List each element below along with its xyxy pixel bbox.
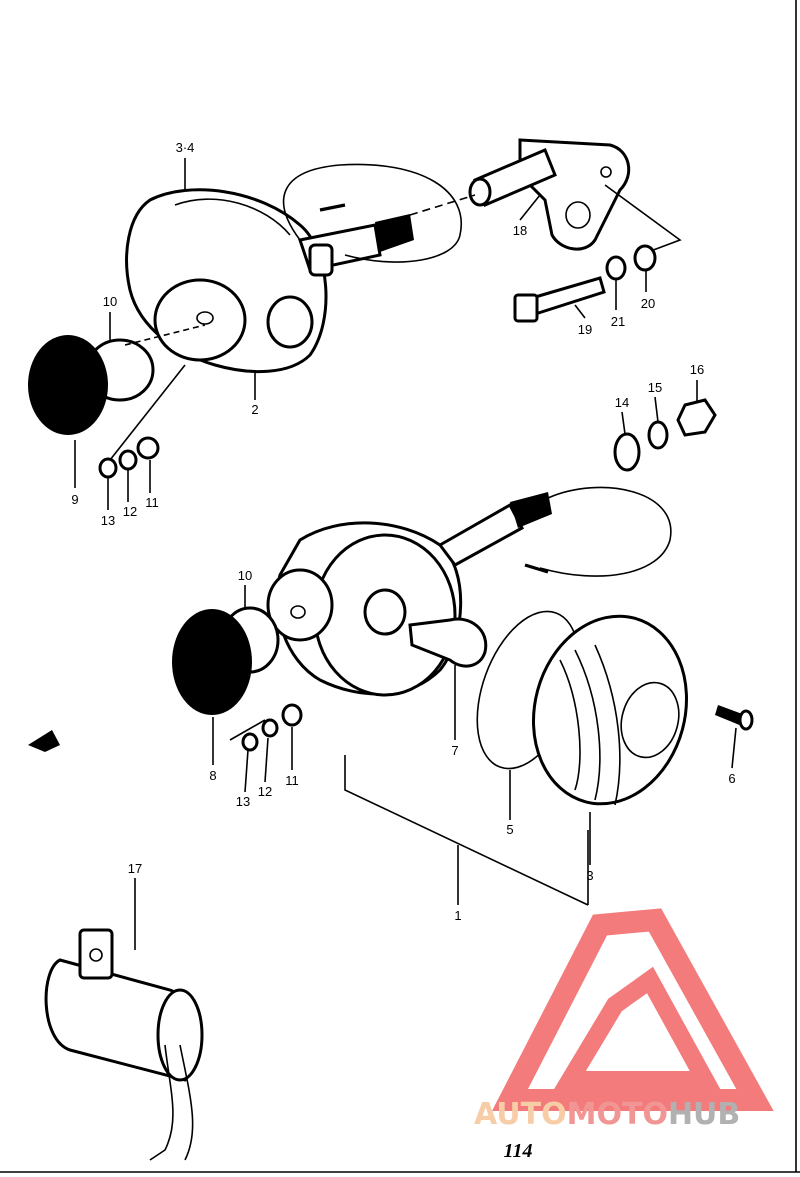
- watermark-logo-outer-triangle: [491, 908, 774, 1111]
- callout-16: 16: [690, 362, 704, 377]
- lower-housing-center-hole: [363, 588, 407, 636]
- callout-3-4: 3·4: [176, 140, 195, 155]
- washer-14: [613, 432, 641, 472]
- callout-18: 18: [513, 223, 527, 238]
- callout-21: 21: [611, 314, 625, 329]
- upper-socket-opening: [266, 295, 314, 349]
- bracket-hole-upper: [600, 166, 612, 178]
- automotohub-watermark: AUTOMOTOHUB: [474, 908, 774, 1132]
- page-number: 114: [504, 1140, 533, 1162]
- callout-14: 14: [615, 395, 629, 410]
- callout-17: 17: [128, 861, 142, 876]
- lower-washer-12: [261, 718, 279, 738]
- upper-washer-12: [118, 449, 138, 471]
- bolt-19-head: [513, 293, 539, 323]
- callout-10-lower: 10: [238, 568, 252, 583]
- upper-housing-rim: [153, 278, 247, 362]
- callout-2: 2: [251, 402, 258, 417]
- bracket-hole-lower: [565, 201, 591, 229]
- lower-housing-hole: [290, 605, 306, 619]
- callout-11-lower: 11: [285, 773, 299, 788]
- spring-washer-15: [647, 420, 669, 450]
- upper-screw-line: [109, 364, 186, 461]
- callout-11-upper: 11: [145, 495, 159, 510]
- callout-20: 20: [641, 296, 655, 311]
- bracket-guide-line: [409, 194, 476, 216]
- lower-stem-thread: [510, 492, 552, 528]
- lower-housing-rim: [266, 568, 334, 642]
- relay-wire-2: [179, 1044, 194, 1161]
- upper-housing-seam: [174, 198, 291, 236]
- flasher-relay-17: [44, 928, 204, 1161]
- upper-lens-line: [124, 324, 206, 346]
- lower-wire: [539, 486, 672, 577]
- screw-6: [715, 705, 745, 726]
- lower-turn-signal: [172, 486, 754, 906]
- lens-rib-2: [574, 649, 601, 801]
- lower-screw-line: [229, 719, 266, 741]
- watermark-text-auto: AUTO: [474, 1097, 567, 1132]
- callout-1: 1: [454, 908, 461, 923]
- front-direction-arrow: [28, 730, 60, 752]
- lower-wire-terminal: [524, 563, 549, 574]
- callout-13-lower: 13: [236, 794, 250, 809]
- lower-washer-13: [241, 732, 259, 752]
- watermark-wordmark: AUTOMOTOHUB: [474, 1097, 740, 1132]
- callout-7: 7: [451, 743, 458, 758]
- callout-15: 15: [648, 380, 662, 395]
- nut-16: [676, 398, 717, 437]
- upper-stem-thread: [375, 214, 414, 252]
- bracket-tube-end: [468, 177, 492, 207]
- washer-21: [605, 255, 627, 281]
- relay-wire-1: [149, 1044, 174, 1161]
- watermark-text-hub: HUB: [668, 1097, 740, 1132]
- nut-washer-set: [613, 398, 717, 472]
- mount-bracket: [409, 138, 682, 256]
- upper-wire-terminal: [319, 203, 346, 212]
- lower-nut-11: [281, 703, 303, 727]
- callout-9: 9: [71, 492, 78, 507]
- relay-mount-tab: [78, 928, 114, 980]
- lower-lens-8: [172, 609, 252, 715]
- washer-20: [633, 244, 657, 272]
- mount-hardware: [513, 244, 657, 323]
- relay-end-cap: [156, 988, 204, 1082]
- lens-rib-1: [559, 659, 581, 791]
- lens-center: [620, 681, 680, 759]
- callout-10-upper: 10: [103, 294, 117, 309]
- assembly-bracket-1: [344, 755, 589, 906]
- lower-stem: [437, 502, 525, 567]
- callouts: 3·4 18 10 19 21 20 16 15 14 2 9 13 12 11…: [71, 140, 735, 923]
- callout-19: 19: [578, 322, 592, 337]
- callout-6: 6: [728, 771, 735, 786]
- screw-6-head: [738, 709, 754, 731]
- lens-rib-3: [594, 644, 621, 806]
- watermark-text-moto: MOTO: [567, 1097, 668, 1132]
- callout-5: 5: [506, 822, 513, 837]
- upper-stem-nut: [308, 243, 334, 277]
- upper-washer-13: [98, 457, 118, 479]
- bulb-7: [408, 617, 488, 668]
- callout-12-upper: 12: [123, 504, 137, 519]
- callout-3: 3: [586, 868, 593, 883]
- callout-12-lower: 12: [258, 784, 272, 799]
- relay-tab-hole: [89, 948, 103, 962]
- upper-nut-11: [136, 436, 160, 460]
- upper-turn-signal: [28, 163, 463, 479]
- callout-13-upper: 13: [101, 513, 115, 528]
- upper-wire: [282, 163, 463, 263]
- upper-lens: [28, 335, 108, 435]
- watermark-logo-inner-triangle: [554, 966, 721, 1089]
- callout-8: 8: [209, 768, 216, 783]
- leader-lines: [74, 158, 737, 950]
- upper-housing-hole: [196, 311, 214, 325]
